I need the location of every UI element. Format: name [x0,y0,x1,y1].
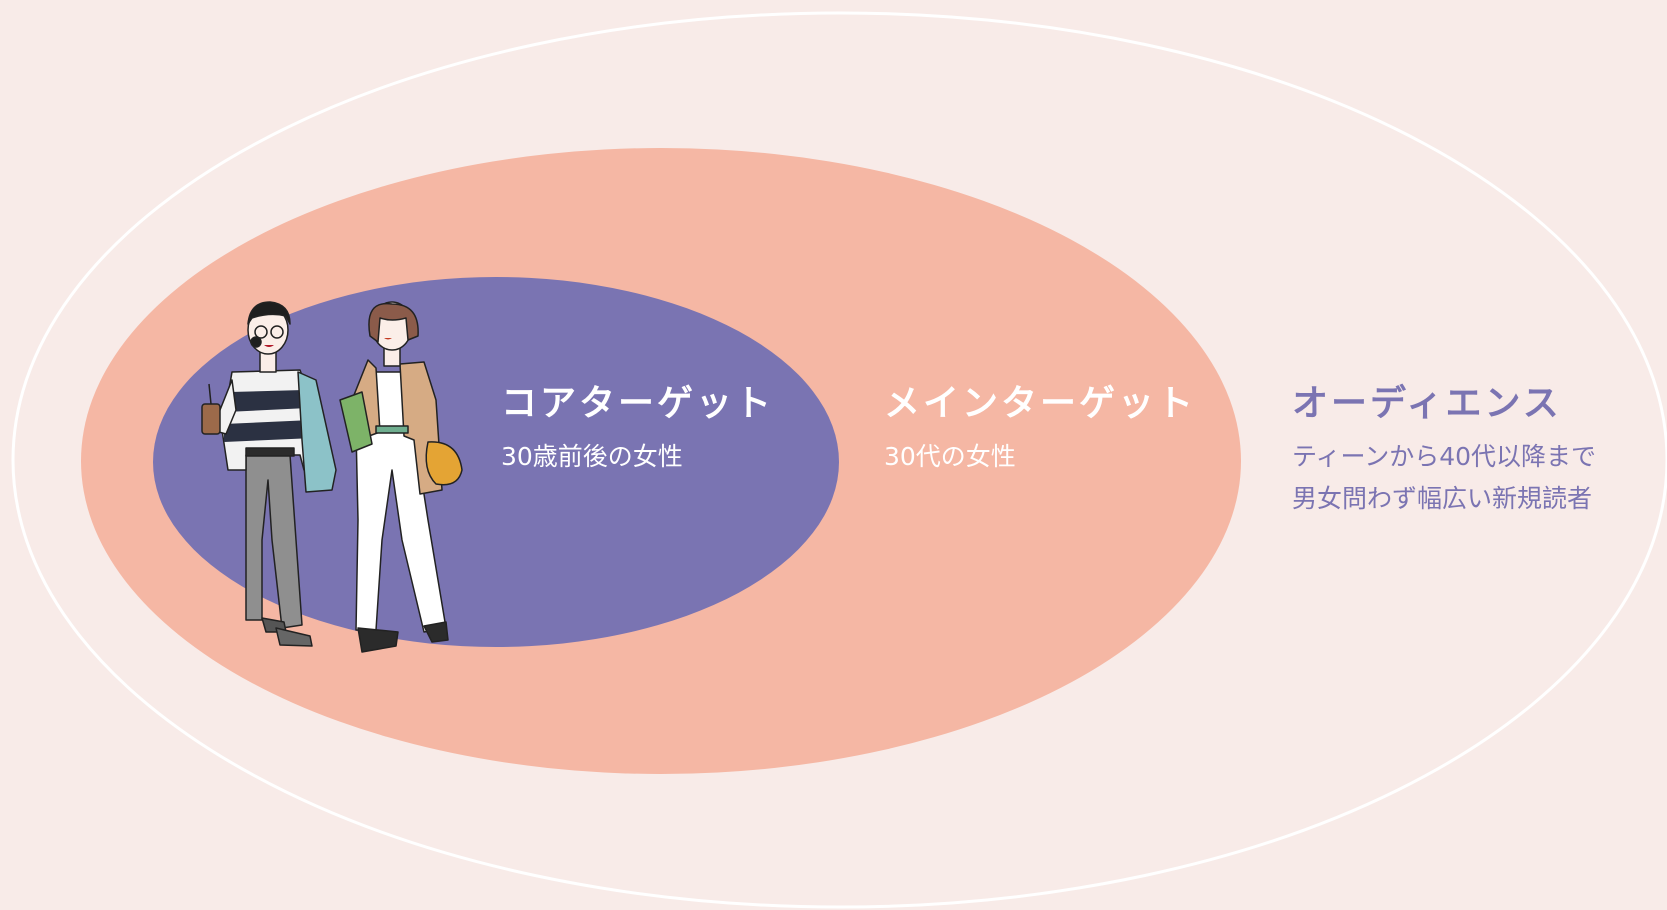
main-target-description: 30代の女性 [884,442,1016,471]
core-target-title: コアターゲット [501,383,775,424]
core-target-description: 30歳前後の女性 [501,442,683,471]
core-target-label: コアターゲット 30歳前後の女性 [501,382,774,478]
main-target-title: メインターゲット [884,383,1197,424]
main-target-label: メインターゲット 30代の女性 [884,382,1196,478]
audience-description-line-2: 男女問わず幅広い新規読者 [1292,484,1593,513]
core-target-ellipse [153,277,839,647]
audience-description: ティーンから40代以降まで 男女問わず幅広い新規読者 [1292,436,1596,520]
audience-description-line-1: ティーンから40代以降まで [1292,442,1597,471]
audience-ring [11,11,1667,909]
audience-title: オーディエンス [1292,383,1562,424]
two-women-illustration [201,301,463,653]
woman-right-figure [339,301,463,653]
woman-left-figure [201,301,337,647]
audience-label: オーディエンス ティーンから40代以降まで 男女問わず幅広い新規読者 [1292,382,1596,520]
